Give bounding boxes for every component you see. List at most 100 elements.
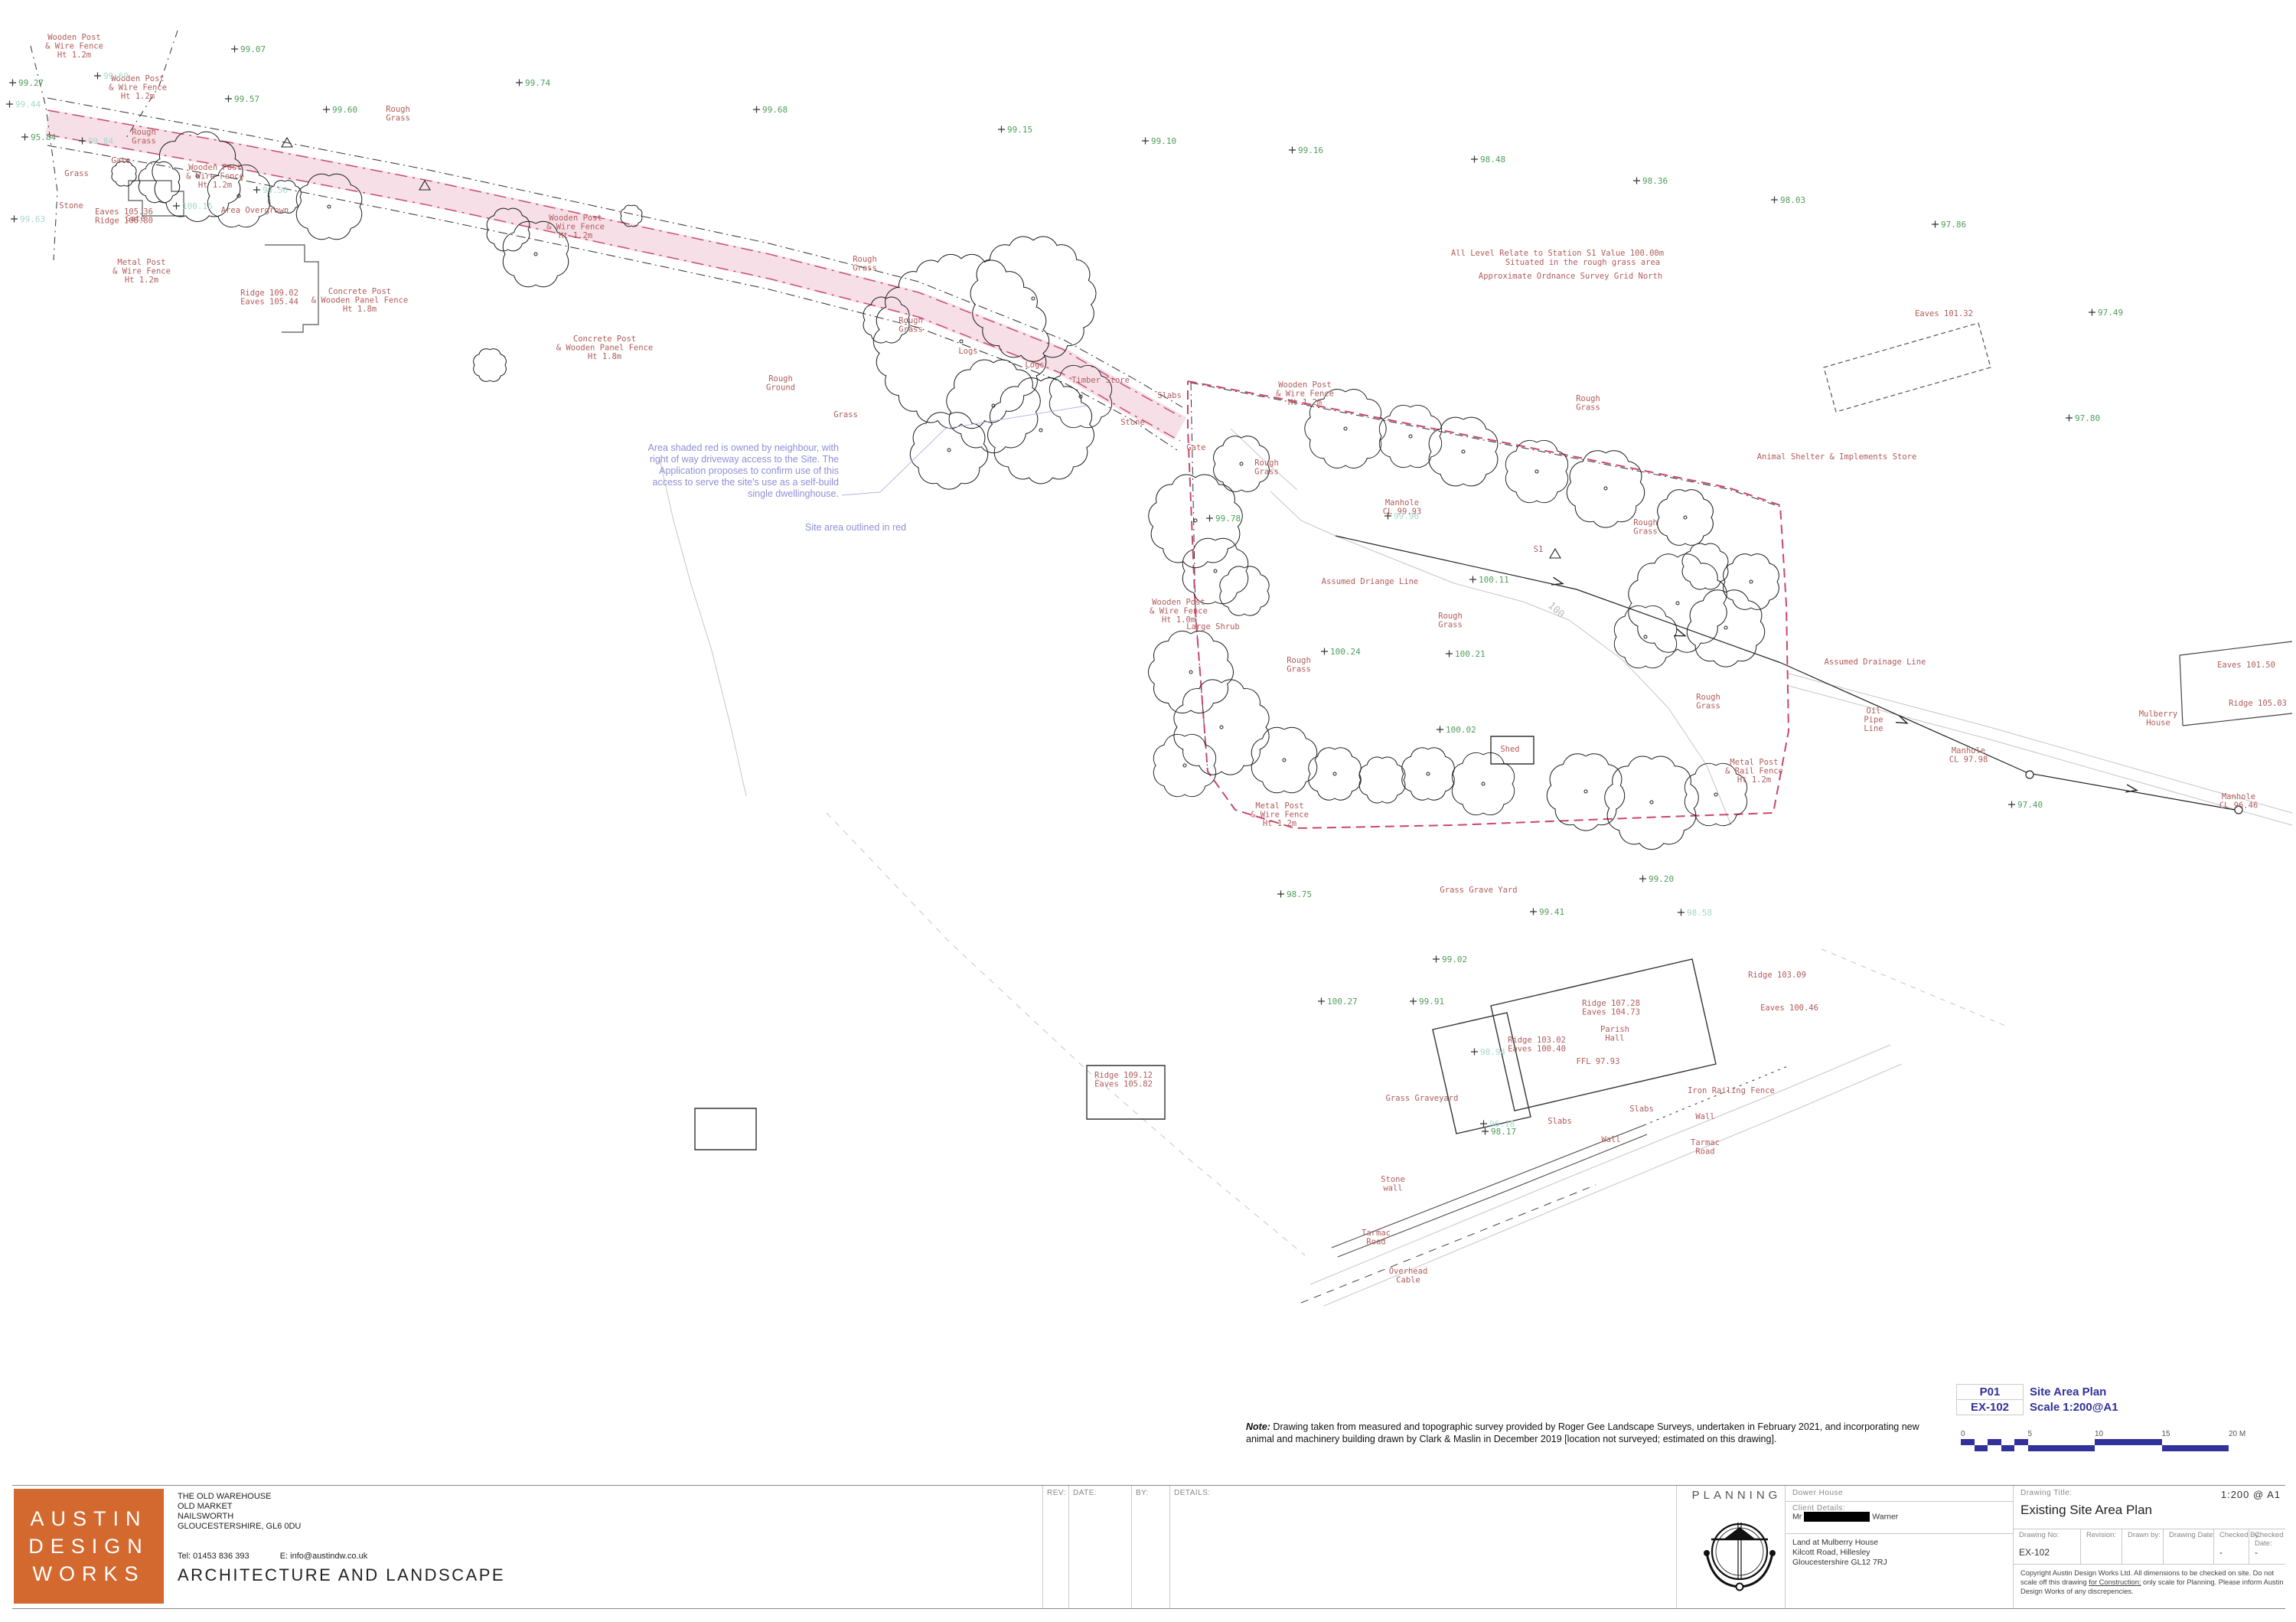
tree-trunk — [1461, 449, 1466, 454]
tree-canopy — [1378, 404, 1443, 468]
tree-canopy — [1148, 630, 1234, 714]
tree-canopy — [1049, 364, 1113, 429]
tree-canopy — [152, 131, 243, 222]
company-tagline: ARCHITECTURE AND LANDSCAPE — [178, 1565, 506, 1584]
tree-trunk — [1031, 296, 1035, 301]
tree-trunk — [1078, 394, 1083, 399]
spot-level: 99.15 — [1007, 125, 1032, 135]
plan-label: Grass Grave Yard — [1440, 886, 1517, 895]
level-cross-icon — [79, 137, 86, 145]
tree-trunk — [195, 174, 200, 178]
drainage-arrow — [2125, 784, 2139, 793]
building-outline — [1490, 736, 1534, 765]
spot-level: 100.24 — [1330, 647, 1361, 657]
plan-label: Gate — [1186, 443, 1205, 452]
tree-canopy — [987, 377, 1094, 485]
tree-trunk — [327, 204, 331, 209]
divider — [1042, 1486, 1043, 1608]
annotation-leader-line — [841, 405, 1088, 496]
level-cross-icon — [231, 45, 238, 53]
level-cross-icon — [1771, 196, 1778, 204]
address-line-3: NAILSWORTH — [178, 1512, 234, 1521]
tree-canopy — [1304, 389, 1387, 468]
spot-level: 97.40 — [2017, 800, 2043, 810]
level-cross-icon — [1446, 650, 1453, 658]
tree-trunk — [236, 194, 241, 198]
scale-bar-segment — [2027, 1445, 2095, 1451]
building-outline — [694, 1108, 757, 1150]
tree-canopy — [1251, 726, 1318, 794]
fence-line — [47, 97, 1183, 408]
drawing-title-label: Drawing Title: — [2020, 1489, 2073, 1497]
divider — [1131, 1486, 1132, 1608]
level-cross-icon — [1437, 726, 1443, 733]
level-cross-icon — [1289, 146, 1296, 154]
divider — [1785, 1486, 1786, 1608]
spot-level-secondary: 99.96 — [1394, 511, 1419, 521]
logo-line-3: WORKS — [32, 1562, 145, 1585]
level-cross-icon — [1530, 908, 1537, 915]
wall-line — [1337, 1134, 1648, 1258]
tree-canopy — [138, 161, 181, 204]
drainage-arrow — [1551, 576, 1564, 586]
tree-canopy — [1213, 436, 1270, 492]
level-cross-icon — [1433, 955, 1440, 963]
spot-level: 97.86 — [1941, 220, 1966, 230]
logo-line-2: DESIGN — [28, 1535, 149, 1558]
spot-level: 95.84 — [31, 132, 56, 142]
company-address: THE OLD WAREHOUSE OLD MARKET NAILSWORTH … — [178, 1492, 301, 1532]
level-cross-icon — [1639, 875, 1646, 883]
level-cross-icon — [1480, 1120, 1487, 1128]
tree-trunk — [1649, 800, 1654, 804]
contour-line — [1788, 673, 2293, 814]
spot-level: 97.80 — [2075, 413, 2100, 423]
tree-canopy — [1148, 474, 1243, 569]
spot-level: 100.21 — [1455, 649, 1486, 659]
plan-label: Approximate Ordnance Survey Grid North — [1479, 272, 1662, 281]
survey-station-icon — [1549, 547, 1561, 559]
tree-canopy — [1182, 537, 1249, 605]
tree-canopy — [1657, 489, 1714, 546]
level-cross-icon — [1142, 137, 1149, 145]
scale-bar-segment — [2161, 1445, 2229, 1451]
manhole-circle — [2025, 770, 2034, 779]
level-cross-icon — [1410, 997, 1417, 1005]
tree-trunk — [1239, 462, 1244, 466]
tree-canopy — [207, 164, 271, 228]
company-phone: Tel: 01453 836 393 — [178, 1552, 249, 1561]
level-cross-icon — [1206, 514, 1213, 522]
survey-note-text: Drawing taken from measured and topograp… — [1246, 1421, 1919, 1444]
plan-label: Slabs — [1629, 1105, 1654, 1114]
tree-trunk — [1213, 569, 1218, 573]
plan-label: Timber Store — [1071, 376, 1130, 385]
tree-trunk — [1714, 792, 1718, 797]
tree-trunk — [1193, 518, 1198, 523]
plan-label: Situated in the rough grass area — [1505, 258, 1660, 267]
tree-trunk — [1603, 486, 1608, 491]
survey-station-icon — [419, 179, 431, 191]
site-address-line-3: Gloucestershire GL12 7RJ — [1792, 1558, 1887, 1567]
right-of-way-shading — [45, 109, 1187, 440]
tree-canopy — [1686, 589, 1766, 667]
divider — [2013, 1486, 2014, 1608]
